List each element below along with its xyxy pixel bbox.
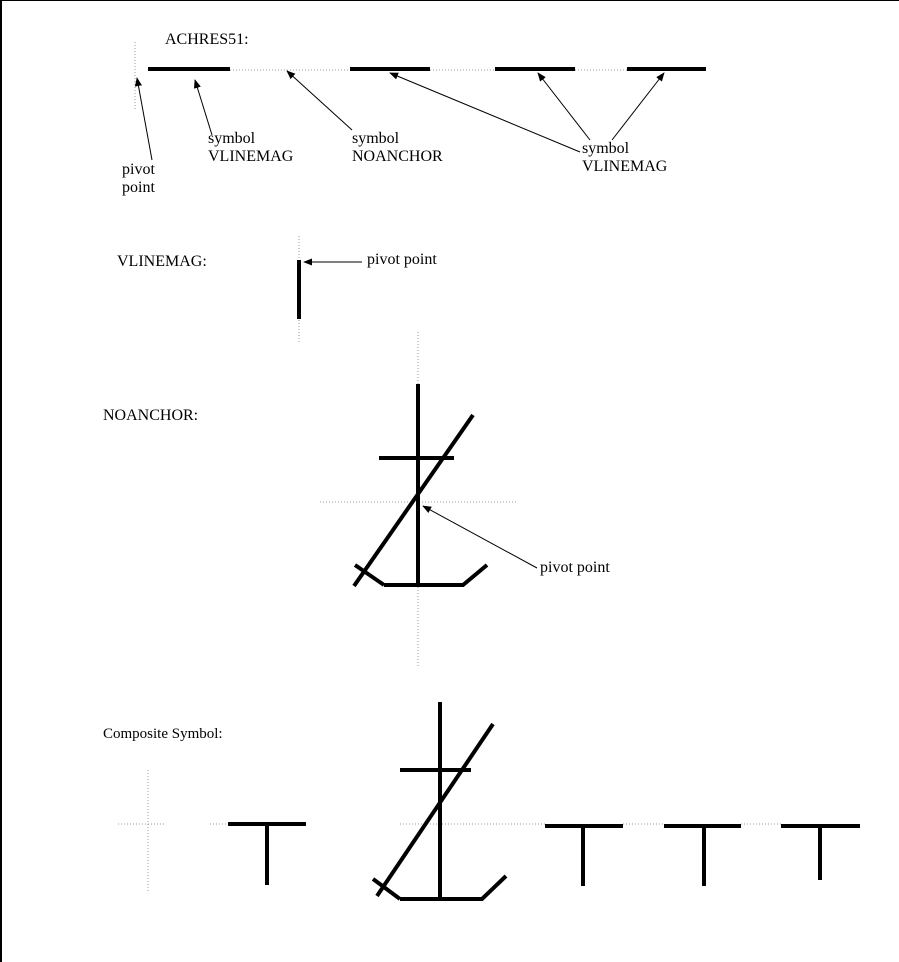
noanchor-title: NOANCHOR: xyxy=(103,407,199,424)
composite-anchor-cross xyxy=(371,877,402,901)
callout-noanchor-pivot-point: pivot point xyxy=(540,559,610,576)
arrow-symbol-noanchor xyxy=(286,70,353,131)
arrow-pivot-point xyxy=(134,77,153,161)
callout-text: symbol xyxy=(352,130,400,147)
arrow-symbol-vlinemag-b xyxy=(537,72,591,141)
arrow-noanchor-pivot xyxy=(422,505,538,569)
callout-text: VLINEMAG xyxy=(208,148,294,165)
arrow-symbol-vlinemag-c xyxy=(611,72,665,141)
callout-text: pivot xyxy=(122,161,155,178)
noanchor-symbol xyxy=(320,332,538,668)
callout-vlinemag-pivot-point: pivot point xyxy=(367,251,437,268)
callout-text: NOANCHOR xyxy=(352,148,443,165)
anchor-cross xyxy=(353,563,386,587)
vlinemag-title: VLINEMAG: xyxy=(117,253,207,270)
achres51-title: ACHRES51: xyxy=(165,31,249,48)
vlinemag-symbol xyxy=(297,236,362,342)
callout-pivot-point: pivot point xyxy=(122,161,155,197)
arrow-symbol-vlinemag-a xyxy=(389,72,581,153)
callout-text: symbol xyxy=(208,130,256,147)
callout-text: symbol xyxy=(582,140,630,157)
callout-text: VLINEMAG xyxy=(582,158,668,175)
arrow-symbol-vlinemag-1 xyxy=(193,79,213,136)
callout-symbol-noanchor: symbol NOANCHOR xyxy=(352,130,443,166)
anchor-base xyxy=(384,563,489,587)
achres51-row xyxy=(134,42,706,161)
callout-text: point xyxy=(122,179,155,196)
anchor-diagonal xyxy=(352,413,475,588)
composite-anchor-base xyxy=(400,874,508,901)
callout-symbol-vlinemag-1: symbol VLINEMAG xyxy=(208,130,293,166)
composite-anchor-diagonal xyxy=(375,722,495,898)
callout-symbol-vlinemag-2: symbol VLINEMAG xyxy=(582,140,667,176)
composite-symbol xyxy=(118,702,860,901)
composite-title: Composite Symbol: xyxy=(103,726,223,742)
